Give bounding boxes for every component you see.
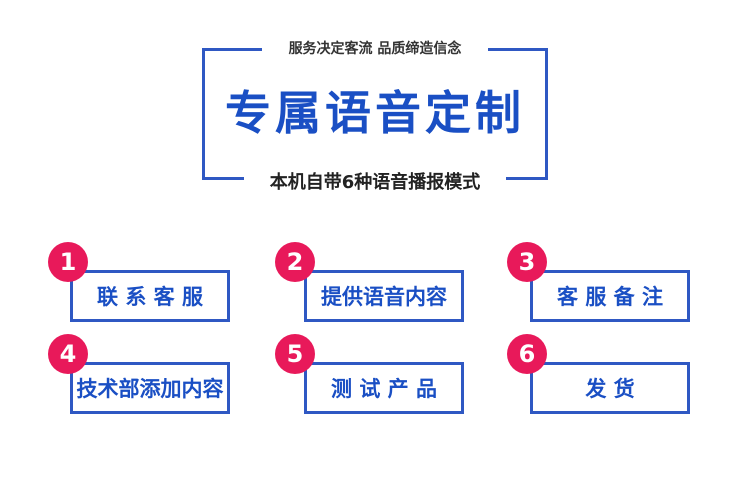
hero-subtitle: 本机自带6种语音播报模式 <box>244 166 506 196</box>
step-3-button[interactable]: 客 服 备 注 <box>530 270 690 322</box>
step-4-label: 技术部添加内容 <box>76 377 224 401</box>
step-1-button[interactable]: 联 系 客 服 <box>70 270 230 322</box>
step-6-label: 发 货 <box>585 377 635 401</box>
hero-title: 专属语音定制 <box>225 86 525 140</box>
step-4-button[interactable]: 技术部添加内容 <box>70 362 230 414</box>
step-5-badge: 5 <box>275 334 315 374</box>
step-5-button[interactable]: 测 试 产 品 <box>304 362 464 414</box>
step-3-label: 客 服 备 注 <box>557 285 663 309</box>
step-2-label: 提供语音内容 <box>321 285 447 309</box>
step-5-label: 测 试 产 品 <box>331 377 437 401</box>
step-1-badge: 1 <box>48 242 88 282</box>
step-3-badge: 3 <box>507 242 547 282</box>
hero-tagline: 服务决定客流 品质缔造信念 <box>262 34 488 62</box>
step-2-badge: 2 <box>275 242 315 282</box>
step-1-label: 联 系 客 服 <box>97 285 203 309</box>
step-6-button[interactable]: 发 货 <box>530 362 690 414</box>
step-4-badge: 4 <box>48 334 88 374</box>
step-6-badge: 6 <box>507 334 547 374</box>
step-2-button[interactable]: 提供语音内容 <box>304 270 464 322</box>
